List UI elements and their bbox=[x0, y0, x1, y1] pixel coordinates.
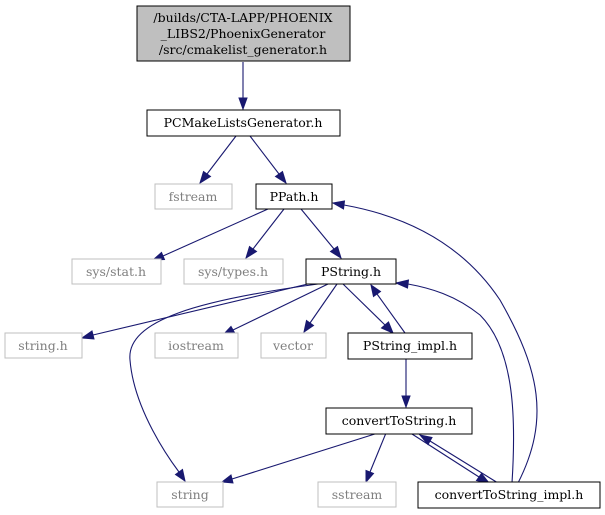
edge-convertimpl-to-ppath bbox=[331, 200, 538, 484]
node-cmakelist-generator[interactable]: /builds/CTA-LAPP/PHOENIX _LIBS2/PhoenixG… bbox=[136, 5, 351, 62]
node-sys-types: sys/types.h bbox=[183, 258, 284, 285]
edge-ppath-to-sysstat bbox=[151, 208, 269, 261]
edge-ppath-to-systypes bbox=[245, 208, 285, 260]
node-label: PString_impl.h bbox=[363, 338, 457, 353]
node-label-line-3: /src/cmakelist_generator.h bbox=[159, 42, 327, 57]
node-pstring[interactable]: PString.h bbox=[305, 258, 397, 285]
node-label: iostream bbox=[168, 338, 224, 353]
edge-convertimpl-to-convert bbox=[418, 434, 499, 484]
node-string-h: string.h bbox=[4, 332, 83, 359]
node-label: convertToString.h bbox=[342, 413, 457, 428]
node-fstream: fstream bbox=[154, 183, 233, 210]
edge-convert-to-convertimpl bbox=[411, 433, 491, 484]
node-sys-stat: sys/stat.h bbox=[71, 258, 162, 285]
edge-convert-to-sstream bbox=[365, 432, 387, 484]
edge-pcmake-to-ppath bbox=[249, 135, 287, 185]
node-label-line-1: /builds/CTA-LAPP/PHOENIX bbox=[153, 10, 332, 25]
node-converttostring[interactable]: convertToString.h bbox=[325, 407, 473, 435]
node-sstream: sstream bbox=[317, 481, 397, 508]
node-label: convertToString_impl.h bbox=[435, 487, 584, 502]
node-string: string bbox=[156, 481, 224, 508]
node-pcmakelistsgenerator[interactable]: PCMakeListsGenerator.h bbox=[146, 109, 341, 137]
node-label: sys/types.h bbox=[198, 264, 268, 279]
edge-convertimpl-to-pstring bbox=[394, 279, 515, 484]
node-vector: vector bbox=[260, 332, 327, 359]
edge-pstringimpl-to-pstring bbox=[370, 283, 406, 334]
node-label: PCMakeListsGenerator.h bbox=[164, 115, 323, 130]
edge-ppath-to-pstring bbox=[300, 208, 342, 260]
node-label-line-2: _LIBS2/PhoenixGenerator bbox=[161, 26, 326, 41]
edge-pcmake-to-fstream bbox=[199, 135, 237, 185]
edge-pstringimpl-to-convert bbox=[401, 359, 411, 409]
node-label: sys/stat.h bbox=[86, 264, 146, 279]
node-label: fstream bbox=[169, 189, 218, 204]
node-label: PPath.h bbox=[270, 189, 319, 204]
edge-convert-to-string bbox=[220, 432, 379, 484]
node-label: vector bbox=[272, 338, 313, 353]
node-pstring-impl[interactable]: PString_impl.h bbox=[347, 332, 473, 360]
edge-root-to-pcmake bbox=[238, 62, 248, 111]
edge-pstring-to-vector bbox=[303, 283, 338, 334]
node-label: string bbox=[171, 487, 208, 502]
node-label: sstream bbox=[332, 487, 383, 502]
edge-pstring-to-stringh bbox=[80, 282, 313, 340]
edge-pstring-to-pstringimpl bbox=[342, 283, 394, 334]
node-label: string.h bbox=[18, 338, 68, 353]
edge-pstring-to-string bbox=[129, 283, 319, 483]
node-converttostring-impl[interactable]: convertToString_impl.h bbox=[417, 481, 601, 509]
node-iostream: iostream bbox=[154, 332, 239, 359]
node-label: PString.h bbox=[321, 264, 381, 279]
node-ppath[interactable]: PPath.h bbox=[255, 183, 333, 210]
